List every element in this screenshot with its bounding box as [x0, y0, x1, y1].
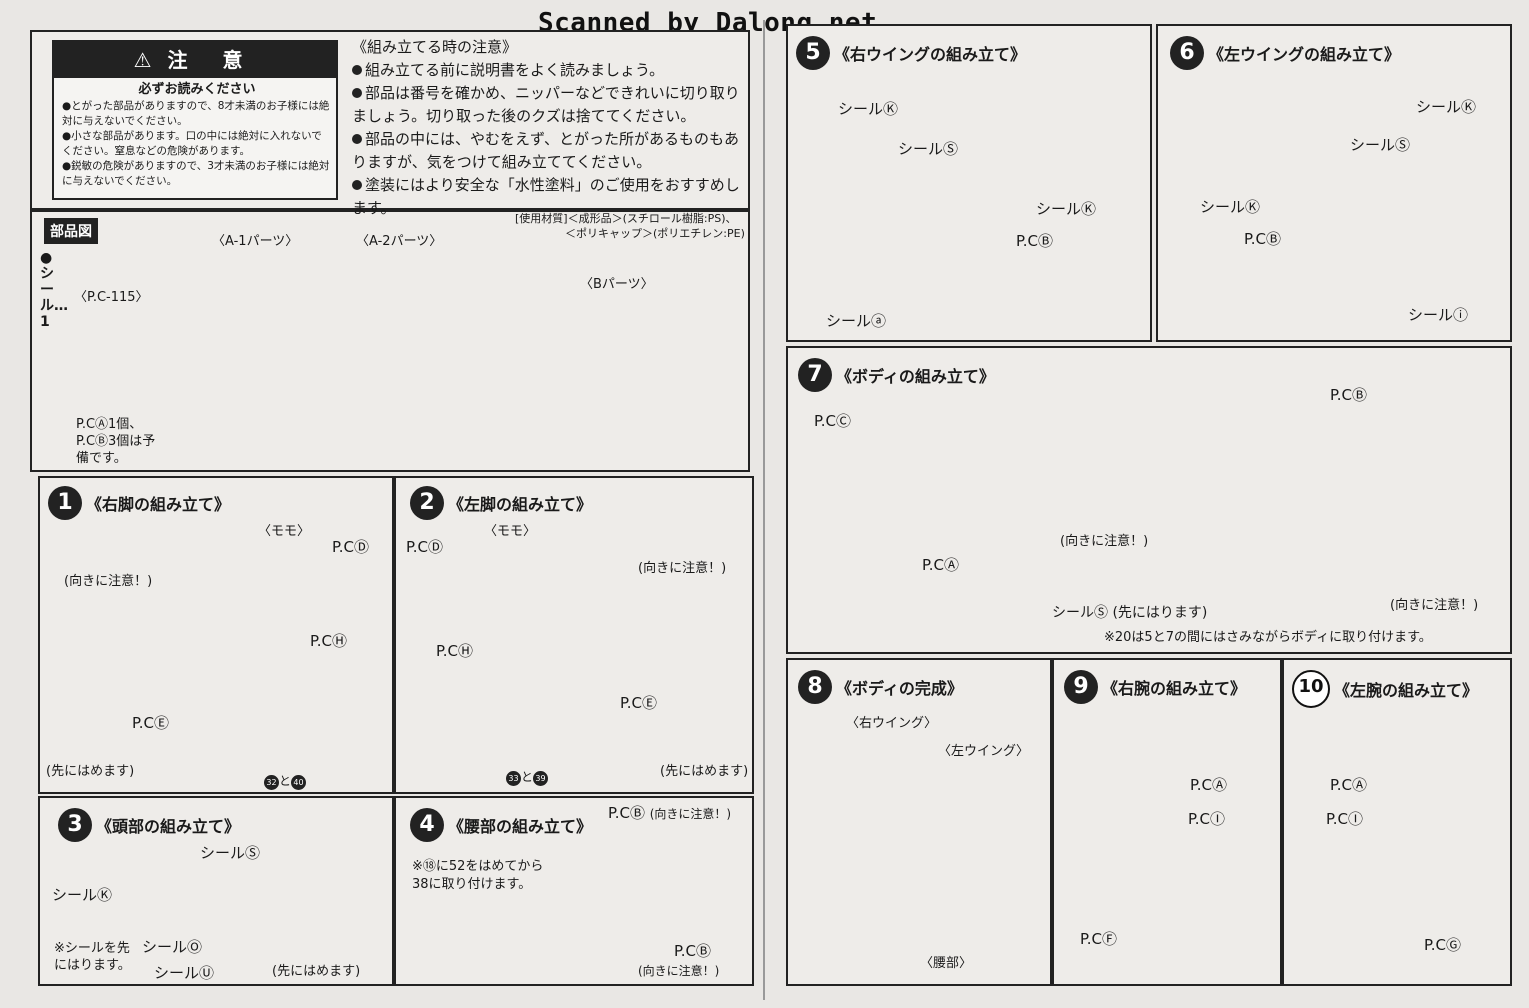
- step7-pc-b: P.CⒷ: [1330, 386, 1367, 404]
- step2-pc-d: P.CⒹ: [406, 538, 443, 556]
- note-item: 部品は番号を確かめ、ニッパーなどできれいに切り取りましょう。切り取った後のクズは…: [352, 84, 740, 125]
- materials-note: [使用材質]＜成形品＞(スチロール樹脂:PS)、＜ポリキャップ＞(ポリエチレン:…: [515, 212, 745, 240]
- step1-pc-d: P.CⒹ: [332, 538, 369, 556]
- caution-item: ●小さな部品があります。口の中には絶対に入れないでください。窒息などの危険があり…: [62, 130, 322, 157]
- step1-thigh: 〈モモ〉: [258, 524, 311, 539]
- note-item: 塗装にはより安全な「水性塗料」のご使用をおすすめします。: [352, 176, 740, 217]
- b-parts-label: 〈Bパーツ〉: [580, 277, 654, 292]
- step3-seal-u: シールⓊ: [154, 964, 215, 982]
- step1-pc-e: P.CⒺ: [132, 714, 169, 732]
- step9-pc-i: P.CⒾ: [1188, 810, 1225, 828]
- step1-insert-first: (先にはめます): [46, 764, 135, 779]
- parts-diagram-tag: 部品図: [44, 218, 98, 244]
- seal-count: ●シール…1: [40, 250, 68, 330]
- step7-pc-c: P.CⒸ: [814, 412, 851, 430]
- step7-note: ※20は5と7の間にはさみながらボディに取り付けます。: [1104, 630, 1432, 645]
- pc-runner-label: 〈P.C-115〉: [74, 290, 149, 305]
- caution-heading: ⚠注 意: [54, 42, 336, 78]
- step8-right-wing: 〈右ウイング〉: [846, 716, 938, 731]
- step10-pc-i: P.CⒾ: [1326, 810, 1363, 828]
- a2-parts-label: 〈A-2パーツ〉: [356, 234, 443, 249]
- step9-pc-f: P.CⒻ: [1080, 930, 1117, 948]
- step5-pc-b: P.CⒷ: [1016, 232, 1053, 250]
- step2-pc-e: P.CⒺ: [620, 694, 657, 712]
- caution-subheading: 必ずお読みください: [138, 82, 256, 97]
- step2-panel: [394, 476, 754, 794]
- step5-panel: [786, 24, 1152, 342]
- step2-pc-h: P.CⒽ: [436, 642, 473, 660]
- step2-insert-first: (先にはめます): [660, 764, 749, 779]
- step5-title: 5《右ウイングの組み立て》: [796, 36, 1026, 70]
- parts-section: [30, 210, 750, 472]
- a1-parts-label: 〈A-1パーツ〉: [212, 234, 299, 249]
- step1-title: 1《右脚の組み立て》: [48, 486, 230, 520]
- step5-seal-ka: シールⓀ: [1036, 200, 1097, 218]
- step6-title: 6《左ウイングの組み立て》: [1170, 36, 1400, 70]
- step4-title: 4《腰部の組み立て》: [410, 808, 592, 842]
- step7-panel: [786, 346, 1512, 654]
- step3-note: ※シールを先にはります。: [54, 941, 131, 973]
- step6-seal-i: シールⓘ: [1408, 306, 1469, 324]
- pc-spare-note: P.CⒶ1個、P.CⒷ3個は予備です。: [76, 417, 156, 466]
- note-item: 組み立てる前に説明書をよく読みましょう。: [352, 59, 742, 82]
- step5-seal-a: シールⓐ: [826, 312, 887, 330]
- step10-title: 10《左腕の組み立て》: [1292, 670, 1478, 708]
- step3-seal-o: シールⓄ: [142, 938, 203, 956]
- step8-left-wing: 〈左ウイング〉: [938, 744, 1030, 759]
- step9-pc-a: P.CⒶ: [1190, 776, 1227, 794]
- caution-item: ●とがった部品がありますので、8才未満のお子様には絶対に与えないでください。: [62, 100, 330, 127]
- step8-title: 8《ボディの完成》: [798, 670, 963, 704]
- step7-seal-se: シールⓈ (先にはります): [1052, 605, 1208, 621]
- step3-seal-sa: シールⓈ: [200, 844, 261, 862]
- step8-panel: [786, 658, 1052, 986]
- step4-pc-b-bottom: P.CⒷ: [674, 942, 711, 960]
- step6-seal-su: シールⓈ: [1350, 136, 1411, 154]
- step3-seal-ko: シールⓀ: [52, 886, 113, 904]
- step4-panel: [394, 796, 754, 986]
- step2-title: 2《左脚の組み立て》: [410, 486, 592, 520]
- step10-pc-g: P.CⒼ: [1424, 936, 1461, 954]
- step5-seal-ke: シールⓀ: [838, 100, 899, 118]
- step6-pc-b: P.CⒷ: [1244, 230, 1281, 248]
- caution-item: ●鋭敏の危険がありますので、3才未満のお子様には絶対に与えないでください。: [62, 160, 330, 187]
- step6-seal-ku: シールⓀ: [1416, 98, 1477, 116]
- note-item: 部品の中には、やむをえず、とがった所があるものもありますが、気をつけて組み立てて…: [352, 130, 739, 171]
- caution-box: ⚠注 意 必ずお読みください ●とがった部品がありますので、8才未満のお子様には…: [52, 40, 338, 200]
- step1-pc-h: P.CⒽ: [310, 632, 347, 650]
- step2-caution: (向きに注意！): [638, 561, 727, 576]
- step2-thigh: 〈モモ〉: [484, 524, 537, 539]
- step3-panel: [38, 796, 394, 986]
- step7-pc-a: P.CⒶ: [922, 556, 959, 574]
- step6-panel: [1156, 24, 1512, 342]
- step7-caution-8: (向きに注意！): [1390, 598, 1479, 613]
- caution-body: 必ずお読みください ●とがった部品がありますので、8才未満のお子様には絶対に与え…: [62, 82, 332, 189]
- assembly-notes: 《組み立てる時の注意》 組み立てる前に説明書をよく読みましょう。 部品は番号を確…: [352, 36, 742, 220]
- step1-panel: [38, 476, 394, 794]
- step3-insert-first: (先にはめます): [272, 964, 361, 979]
- step1-caution: (向きに注意！): [64, 574, 153, 589]
- step7-caution-9: (向きに注意！): [1060, 534, 1149, 549]
- step9-title: 9《右腕の組み立て》: [1064, 670, 1246, 704]
- step3-title: 3《頭部の組み立て》: [58, 808, 240, 842]
- step10-pc-a: P.CⒶ: [1330, 776, 1367, 794]
- step6-seal-ki: シールⓀ: [1200, 198, 1261, 216]
- warning-icon: ⚠: [133, 48, 152, 72]
- step9-panel: [1052, 658, 1282, 986]
- step8-waist: 〈腰部〉: [920, 956, 973, 971]
- step7-title: 7《ボディの組み立て》: [798, 358, 995, 392]
- step4-caution-bottom: (向きに注意！): [638, 964, 720, 978]
- step5-seal-shi: シールⓈ: [898, 140, 959, 158]
- step10-panel: [1282, 658, 1512, 986]
- notes-title: 《組み立てる時の注意》: [352, 38, 518, 56]
- step4-pc-b-top: P.CⒷ (向きに注意！): [608, 804, 732, 822]
